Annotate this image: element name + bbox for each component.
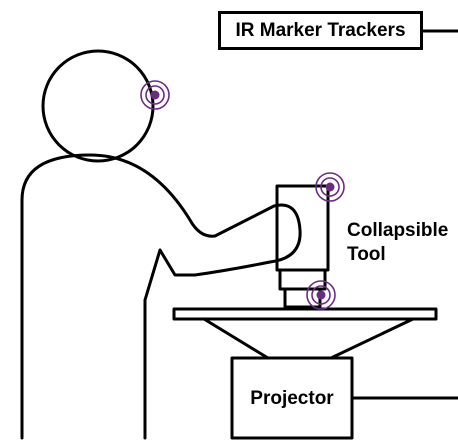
tool-tip: [283, 287, 322, 309]
tool-label-line1: Collapsible: [347, 220, 449, 241]
tool-label-line2: Tool: [347, 244, 386, 265]
ir-trackers-box: IR Marker Trackers: [218, 11, 423, 50]
ir-trackers-label: IR Marker Trackers: [235, 20, 406, 41]
ir-marker-icon: [306, 280, 336, 310]
person-head: [41, 49, 155, 163]
ir-marker-icon: [315, 172, 345, 202]
projector-label-container: Projector: [232, 358, 352, 438]
projector-label: Projector: [250, 387, 334, 409]
tool-label: Collapsible Tool: [347, 219, 448, 267]
ir-marker-icon: [140, 80, 170, 110]
table-top: [172, 307, 438, 321]
person-body: [20, 153, 302, 440]
table-support: [202, 317, 415, 360]
